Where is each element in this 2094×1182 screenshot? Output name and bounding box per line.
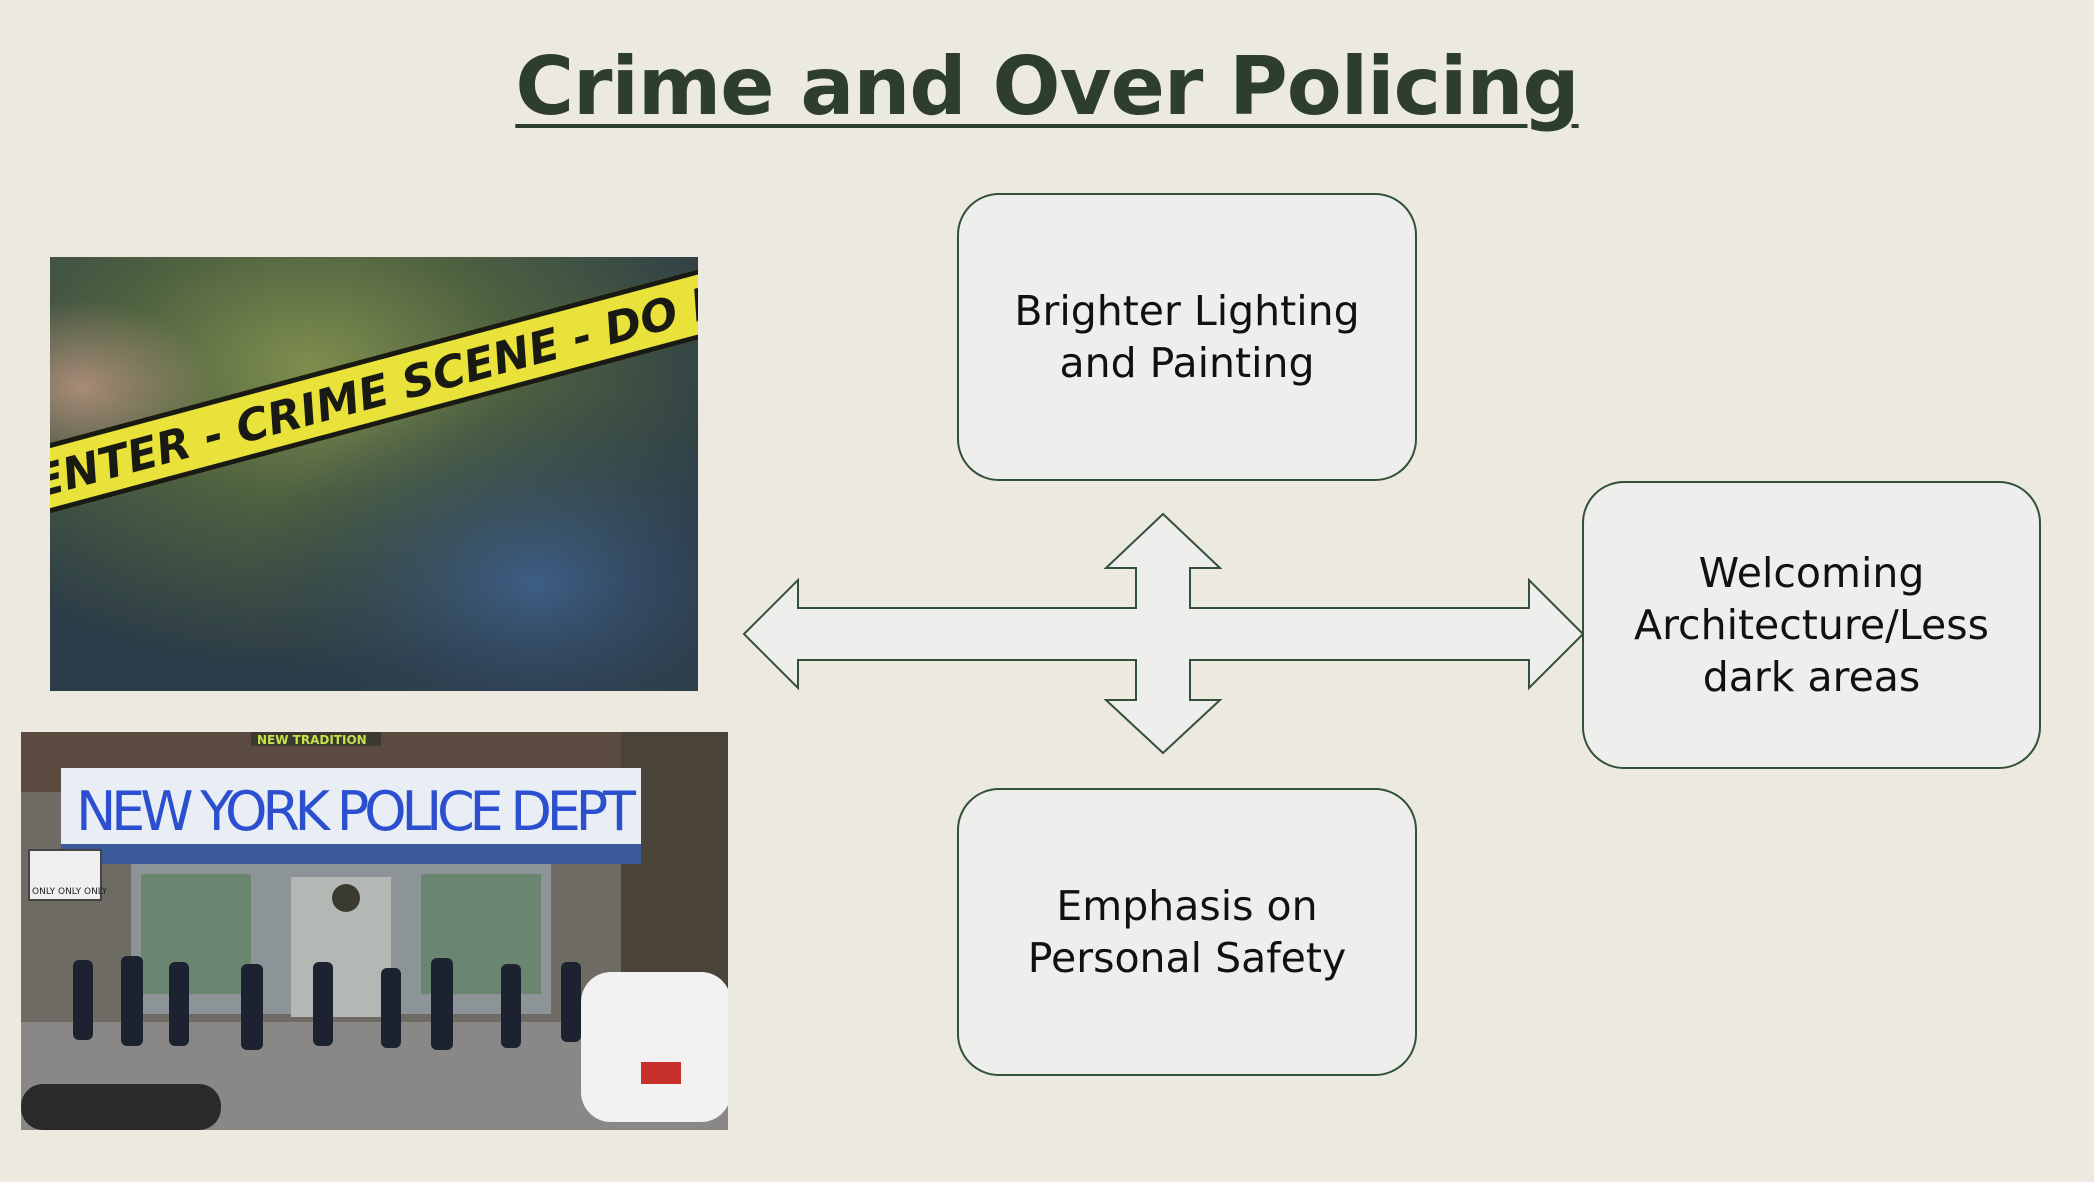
nypd-sign-text: NEW YORK POLICE DEPT xyxy=(76,780,637,843)
four-way-arrow-shape xyxy=(742,512,1585,755)
banner-text: NEW TRADITION xyxy=(257,733,367,747)
box-personal-safety: Emphasis on Personal Safety xyxy=(957,788,1417,1076)
nypd-station-photo: NEW TRADITION NEW YORK POLICE DEPT ONLY … xyxy=(21,732,728,1130)
box-welcoming-architecture: Welcoming Architecture/Less dark areas xyxy=(1582,481,2041,769)
box-brighter-lighting: Brighter Lighting and Painting xyxy=(957,193,1417,481)
street-sign-text: ONLY ONLY ONLY xyxy=(32,887,108,897)
page-title: Crime and Over Policing xyxy=(515,40,1579,133)
box-right-text: Welcoming Architecture/Less dark areas xyxy=(1634,549,1989,701)
box-bottom-text: Emphasis on Personal Safety xyxy=(1027,882,1347,982)
four-way-arrow xyxy=(740,510,1590,760)
crime-scene-tape-photo: ENTER - CRIME SCENE - DO N xyxy=(50,257,698,691)
box-top-text: Brighter Lighting and Painting xyxy=(1014,287,1360,387)
